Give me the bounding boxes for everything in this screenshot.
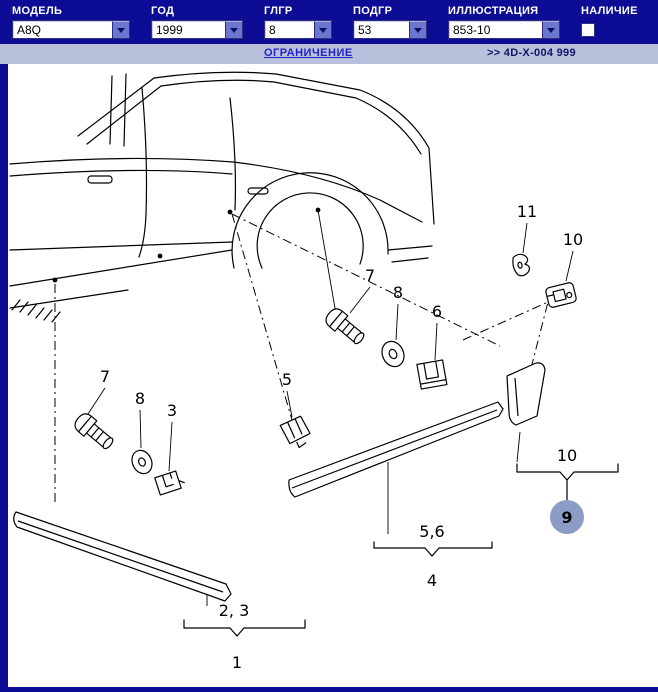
maingroup-combo[interactable]: 8 xyxy=(264,20,332,39)
subgroup-combo-button[interactable] xyxy=(409,21,426,38)
field-year: ГОД 1999 xyxy=(151,5,243,44)
subgroup-combo-value: 53 xyxy=(358,23,372,37)
availability-checkbox[interactable] xyxy=(581,23,595,37)
callout-5[interactable]: 5 xyxy=(282,370,292,389)
year-combo-value: 1999 xyxy=(156,23,183,37)
part-4-molding xyxy=(288,401,504,498)
field-maingroup-label: ГЛГР xyxy=(264,5,293,17)
callout-1[interactable]: 1 xyxy=(232,653,242,672)
callout-2-3[interactable]: 2, 3 xyxy=(219,601,250,620)
centerlines xyxy=(54,213,549,506)
callout-10-top[interactable]: 10 xyxy=(563,230,583,249)
dropdown-arrow-icon xyxy=(414,27,422,33)
part-6-clip xyxy=(416,359,448,390)
part-7-bolt-left xyxy=(74,413,114,450)
callout-7-left[interactable]: 7 xyxy=(100,367,110,386)
part-8-washer-left xyxy=(131,449,153,475)
part-9-end-molding xyxy=(506,362,546,426)
part-3-clip xyxy=(154,470,185,496)
callout-4[interactable]: 4 xyxy=(427,571,437,590)
maingroup-combo-button[interactable] xyxy=(314,21,331,38)
callout-7-mid[interactable]: 7 xyxy=(365,266,375,285)
illustration-combo-button[interactable] xyxy=(542,21,559,38)
illustration-combo[interactable]: 853-10 xyxy=(448,20,560,39)
car-body-outline xyxy=(9,71,435,323)
callout-8-left[interactable]: 8 xyxy=(135,389,145,408)
illustration-combo-value: 853-10 xyxy=(453,23,491,37)
field-availability: НАЛИЧИЕ xyxy=(581,5,638,44)
part-7-bolt-mid xyxy=(325,308,365,345)
callout-6[interactable]: 6 xyxy=(432,302,442,321)
part-5-clip xyxy=(279,415,311,449)
restriction-link[interactable]: ОГРАНИЧЕНИЕ xyxy=(264,47,353,59)
part-9-selected-badge[interactable]: 9 xyxy=(550,500,584,534)
callout-10-bracket[interactable]: 10 xyxy=(557,446,577,465)
field-year-label: ГОД xyxy=(151,5,175,17)
field-illustration-label: ИЛЛЮСТРАЦИЯ xyxy=(448,5,539,17)
parts-diagram-panel: 7 8 3 5 7 8 6 11 10 2, 3 1 5,6 4 10 9 xyxy=(8,64,658,687)
subbar: ОГРАНИЧЕНИЕ >> 4D-X-004 999 xyxy=(0,44,658,64)
field-maingroup: ГЛГР 8 xyxy=(264,5,332,44)
field-subgroup-label: ПОДГР xyxy=(353,5,393,17)
part-10-clip xyxy=(545,282,577,308)
dropdown-arrow-icon xyxy=(319,27,327,33)
callout-3[interactable]: 3 xyxy=(167,401,177,420)
parts-diagram-svg: 7 8 3 5 7 8 6 11 10 2, 3 1 5,6 4 10 9 xyxy=(9,71,619,672)
field-illustration: ИЛЛЮСТРАЦИЯ 853-10 xyxy=(448,5,560,44)
callout-brackets xyxy=(183,463,619,637)
part-11-clip xyxy=(512,253,530,277)
badge-circle[interactable] xyxy=(550,500,584,534)
year-combo[interactable]: 1999 xyxy=(151,20,243,39)
callout-11[interactable]: 11 xyxy=(517,202,537,221)
toolbar: МОДЕЛЬ A8Q ГОД 1999 ГЛГР 8 ПОДГР 53 ИЛЛЮ… xyxy=(0,0,658,44)
part-8-washer-mid xyxy=(381,340,405,368)
callout-leader-lines xyxy=(87,222,574,606)
model-combo-value: A8Q xyxy=(17,23,42,37)
field-model-label: МОДЕЛЬ xyxy=(12,5,63,17)
maingroup-combo-value: 8 xyxy=(269,23,276,37)
callout-5-6[interactable]: 5,6 xyxy=(419,522,444,541)
mount-point-line xyxy=(317,209,337,315)
dropdown-arrow-icon xyxy=(117,27,125,33)
year-combo-button[interactable] xyxy=(225,21,242,38)
dropdown-arrow-icon xyxy=(547,27,555,33)
badge-label: 9 xyxy=(561,508,572,527)
callout-8-mid[interactable]: 8 xyxy=(393,283,403,302)
part-1-molding xyxy=(13,511,232,602)
field-model: МОДЕЛЬ A8Q xyxy=(12,5,130,44)
model-combo[interactable]: A8Q xyxy=(12,20,130,39)
dropdown-arrow-icon xyxy=(230,27,238,33)
field-subgroup: ПОДГР 53 xyxy=(353,5,427,44)
field-availability-label: НАЛИЧИЕ xyxy=(581,5,638,17)
illustration-code: >> 4D-X-004 999 xyxy=(487,47,576,59)
model-combo-button[interactable] xyxy=(112,21,129,38)
subgroup-combo[interactable]: 53 xyxy=(353,20,427,39)
